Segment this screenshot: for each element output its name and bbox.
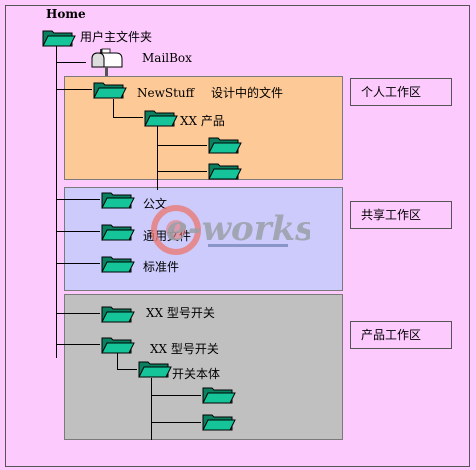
doc-label: 公文	[143, 197, 168, 211]
connector-general	[56, 231, 100, 232]
connector-sub-2	[157, 171, 207, 172]
eworks-logo: e-works	[151, 205, 310, 255]
switch-a-folder-icon	[101, 306, 135, 323]
switch-a-label: XX 型号开关	[146, 306, 215, 320]
newstuff-folder-icon	[93, 82, 127, 99]
connector-switch-body-down	[151, 378, 152, 440]
connector-xx-product	[113, 117, 143, 118]
connector-switch-b-down	[117, 352, 118, 369]
connector-xx-product-down	[157, 126, 158, 190]
mailbox-icon	[91, 48, 123, 76]
connector-switch-body	[117, 369, 137, 370]
subfolder-icon-4	[202, 414, 236, 431]
switch-b-label: XX 型号开关	[150, 342, 219, 356]
connector-switch-a	[56, 313, 100, 314]
eworks-logo-text: e-works	[166, 209, 310, 249]
root-folder-icon	[42, 30, 76, 47]
connector-mailbox	[56, 62, 86, 63]
connector-sub-3	[151, 395, 201, 396]
personal-zone-label: 个人工作区	[350, 78, 452, 106]
outer-frame	[5, 5, 470, 467]
personal-zone	[64, 76, 343, 180]
newstuff-label: NewStuff	[137, 86, 195, 100]
standard-folder-icon	[101, 256, 135, 273]
product-zone-label: 产品工作区	[350, 321, 452, 349]
xx-product-label: XX 产品	[180, 114, 225, 128]
in-design-note: 设计中的文件	[211, 86, 284, 100]
connector-sub-4	[151, 422, 201, 423]
general-folder-icon	[101, 224, 135, 241]
subfolder-icon-1	[208, 137, 242, 154]
mailbox-label: MailBox	[142, 51, 192, 65]
connector-sub-1	[157, 145, 207, 146]
connector-standard	[56, 263, 100, 264]
subfolder-icon-2	[208, 163, 242, 180]
switch-body-folder-icon	[138, 361, 172, 378]
main-trunk-line	[56, 45, 57, 358]
doc-folder-icon	[101, 192, 135, 209]
connector-doc	[56, 199, 100, 200]
subfolder-icon-3	[202, 387, 236, 404]
connector-switch-b	[56, 344, 100, 345]
xx-product-folder-icon	[144, 110, 178, 127]
connector-newstuff	[56, 89, 92, 90]
switch-body-label: 开关本体	[172, 367, 221, 381]
root-title: Home	[46, 7, 86, 21]
shared-zone-label: 共享工作区	[350, 201, 452, 229]
root-folder-label: 用户主文件夹	[80, 30, 153, 44]
switch-b-folder-icon	[101, 337, 135, 354]
connector-newstuff-down	[113, 99, 114, 117]
standard-label: 标准件	[143, 260, 180, 274]
